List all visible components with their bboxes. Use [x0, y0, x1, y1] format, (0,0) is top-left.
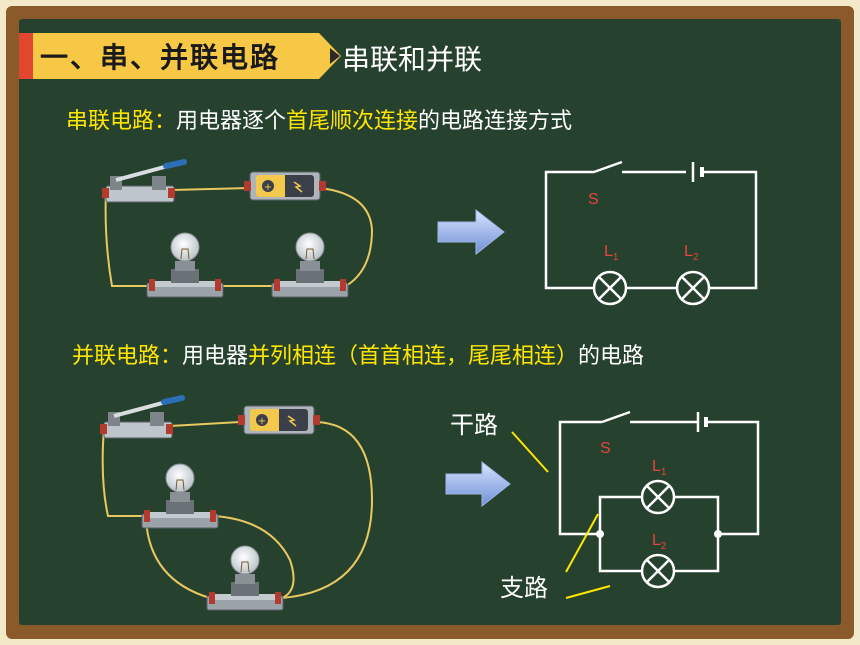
badge-eraser-band [19, 33, 33, 79]
parallel-text-1: 用电器 [182, 344, 249, 369]
series-lamp1-letter: L [604, 243, 613, 260]
parallel-physical-circuit [100, 398, 374, 611]
series-text-2: 的电路连接方式 [418, 109, 573, 134]
parallel-lamp2-letter: L [652, 532, 661, 549]
series-lamp2-letter: L [684, 243, 693, 260]
parallel-lamp1-letter: L [652, 458, 661, 475]
parallel-lamp2-symbol [640, 553, 676, 589]
series-switch-label: S [588, 191, 599, 208]
series-lamp2-label: L2 [684, 243, 699, 263]
trunk-label: 干路 [450, 411, 498, 439]
section-badge [19, 33, 319, 79]
parallel-switch-label: S [600, 440, 611, 457]
series-lamp1-symbol [592, 270, 628, 306]
series-lamp2-symbol [675, 270, 711, 306]
pencil-lead [330, 48, 340, 64]
series-text-1: 用电器逐个 [176, 109, 287, 134]
series-lamp1-label: L1 [604, 243, 619, 263]
parallel-highlight: 并列相连（首首相连，尾尾相连） [248, 344, 579, 369]
branch-callout-line-2 [565, 585, 611, 599]
branch-label: 支路 [500, 574, 548, 602]
parallel-node-right [714, 530, 722, 538]
parallel-lamp2-sub: 2 [661, 541, 667, 552]
series-definition: 串联电路：用电器逐个首尾顺次连接的电路连接方式 [66, 103, 572, 135]
parallel-arrow-icon [445, 460, 511, 508]
series-schematic [544, 160, 758, 290]
trunk-callout-line [511, 431, 549, 473]
parallel-lamp2-label: L2 [652, 532, 667, 552]
series-term: 串联电路： [66, 109, 177, 134]
parallel-lamp1-label: L1 [652, 458, 667, 478]
parallel-text-2: 的电路 [578, 344, 645, 369]
series-lamp1-sub: 1 [613, 252, 619, 263]
parallel-lamp1-symbol [640, 479, 676, 515]
parallel-term: 并联电路： [72, 344, 183, 369]
series-arrow-icon [437, 208, 505, 256]
series-highlight: 首尾顺次连接 [286, 109, 419, 134]
branch-callout-line-1 [565, 513, 599, 573]
parallel-lamp1-sub: 1 [661, 467, 667, 478]
parallel-node-left [596, 530, 604, 538]
slide-subtitle: 串联和并联 [342, 43, 483, 76]
series-lamp2-sub: 2 [693, 252, 699, 263]
parallel-definition: 并联电路：用电器并列相连（首首相连，尾尾相连）的电路 [72, 338, 644, 370]
series-physical-circuit [102, 162, 374, 298]
parallel-schematic [558, 410, 760, 573]
section-title: 一、串、并联电路 [40, 41, 281, 74]
